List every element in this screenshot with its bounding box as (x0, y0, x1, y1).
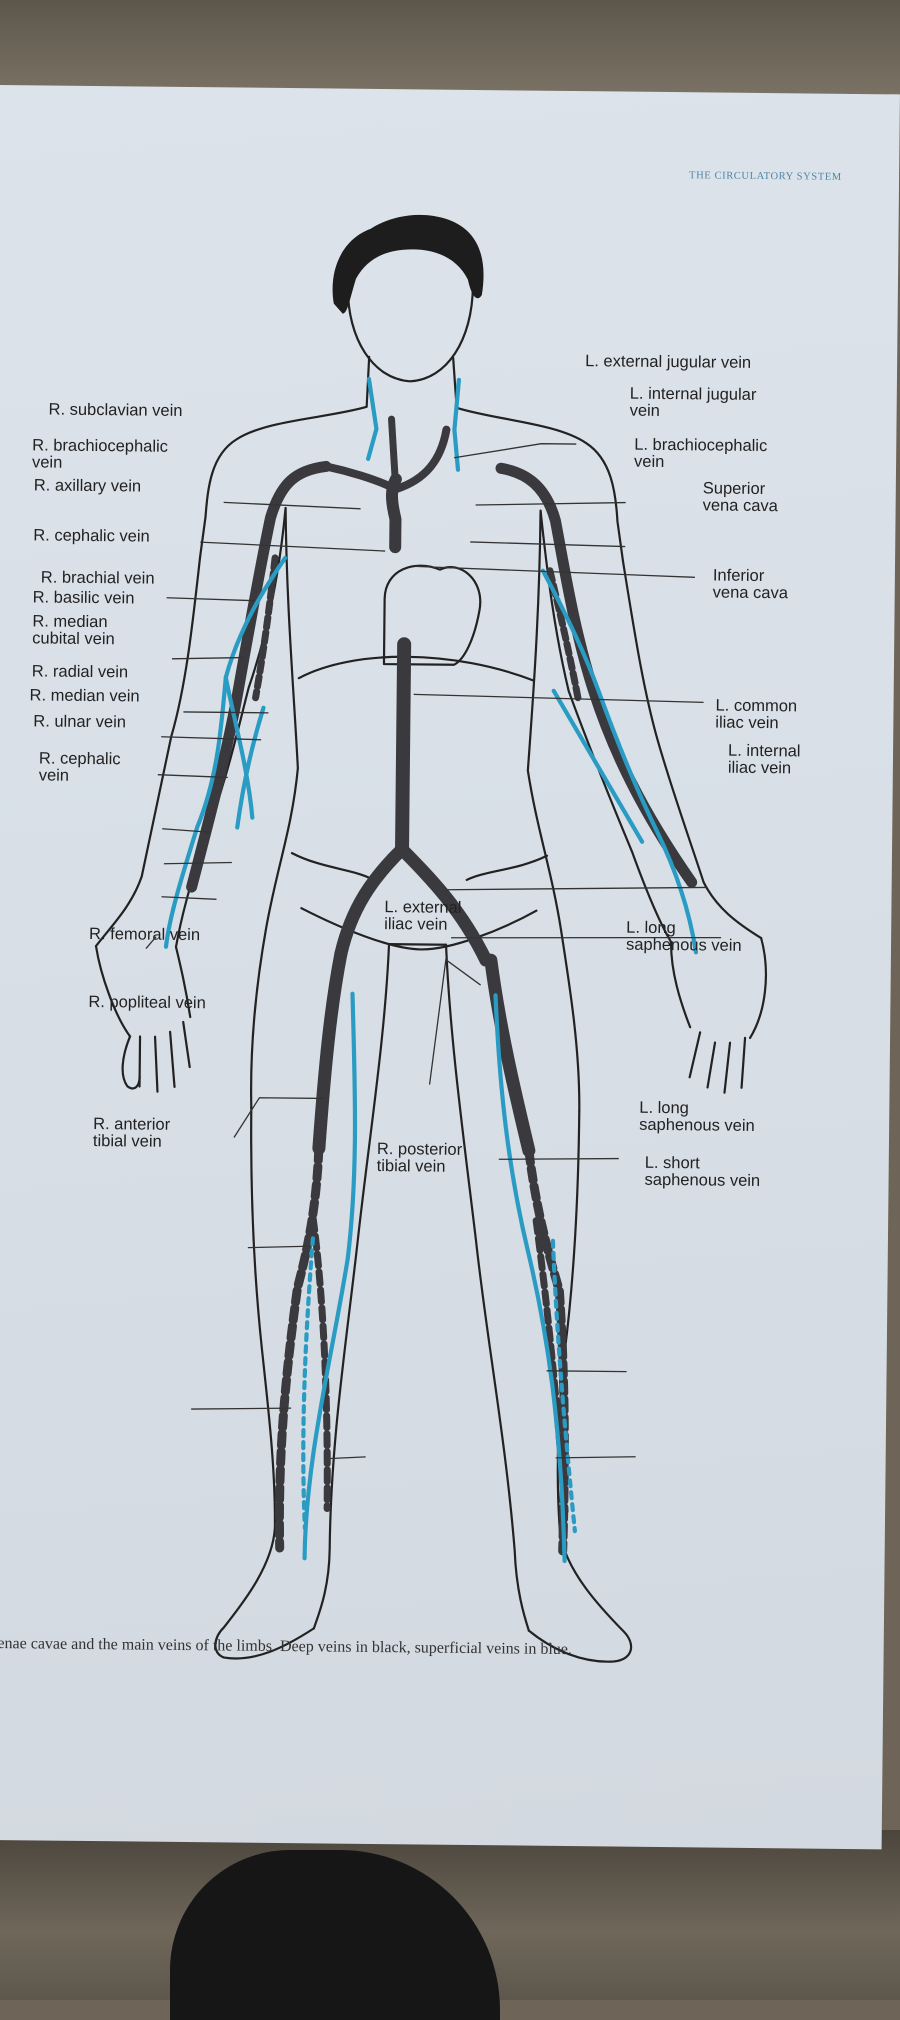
label-r-brachial: R. brachial vein (40, 568, 155, 588)
label-r-median: R. median vein (29, 686, 140, 706)
hair (332, 214, 484, 314)
label-r-posterior-tibial: R. posterior tibial vein (376, 1140, 463, 1176)
label-r-cephalic: R. cephalic vein (33, 526, 150, 546)
label-r-brachiocephalic: R. brachiocephalic vein (31, 436, 169, 472)
label-r-ulnar: R. ulnar vein (33, 712, 127, 732)
label-l-long-saphenous-lower: L. long saphenous vein (639, 1098, 755, 1135)
label-r-axillary: R. axillary vein (33, 476, 142, 496)
label-l-internal-jugular: L. internal jugular vein (629, 384, 757, 420)
label-r-cephalic-lower: R. cephalic vein (38, 749, 121, 785)
label-r-median-cubital: R. median cubital vein (32, 612, 115, 649)
label-l-short-saphenous: L. short saphenous vein (644, 1153, 761, 1191)
superficial-veins (163, 376, 699, 1564)
leader-lines (145, 443, 722, 1460)
label-superior-vena-cava: Superior vena cava (702, 479, 778, 516)
label-l-common-iliac: L. common iliac vein (715, 696, 798, 733)
label-l-long-saphenous-upper: L. long saphenous vein (625, 918, 742, 955)
label-l-external-iliac: L. external iliac vein (384, 898, 462, 934)
book-page: THE CIRCULATORY SYSTEM (0, 85, 900, 1850)
label-r-femoral: R. femoral vein (89, 924, 201, 945)
label-r-radial: R. radial vein (31, 662, 129, 682)
deep-veins (186, 415, 698, 1556)
label-r-anterior-tibial: R. anterior tibial vein (92, 1115, 171, 1151)
label-l-internal-iliac: L. internal iliac vein (727, 741, 801, 778)
label-l-external-jugular: L. external jugular vein (585, 352, 752, 372)
background-surface-top (0, 0, 900, 95)
label-r-basilic: R. basilic vein (32, 588, 135, 608)
label-inferior-vena-cava: Inferior vena cava (712, 566, 789, 603)
venous-system-diagram (94, 214, 767, 1663)
label-r-popliteal: R. popliteal vein (88, 992, 206, 1013)
label-l-brachiocephalic: L. brachiocephalic vein (633, 435, 768, 471)
label-r-subclavian: R. subclavian vein (48, 400, 183, 420)
